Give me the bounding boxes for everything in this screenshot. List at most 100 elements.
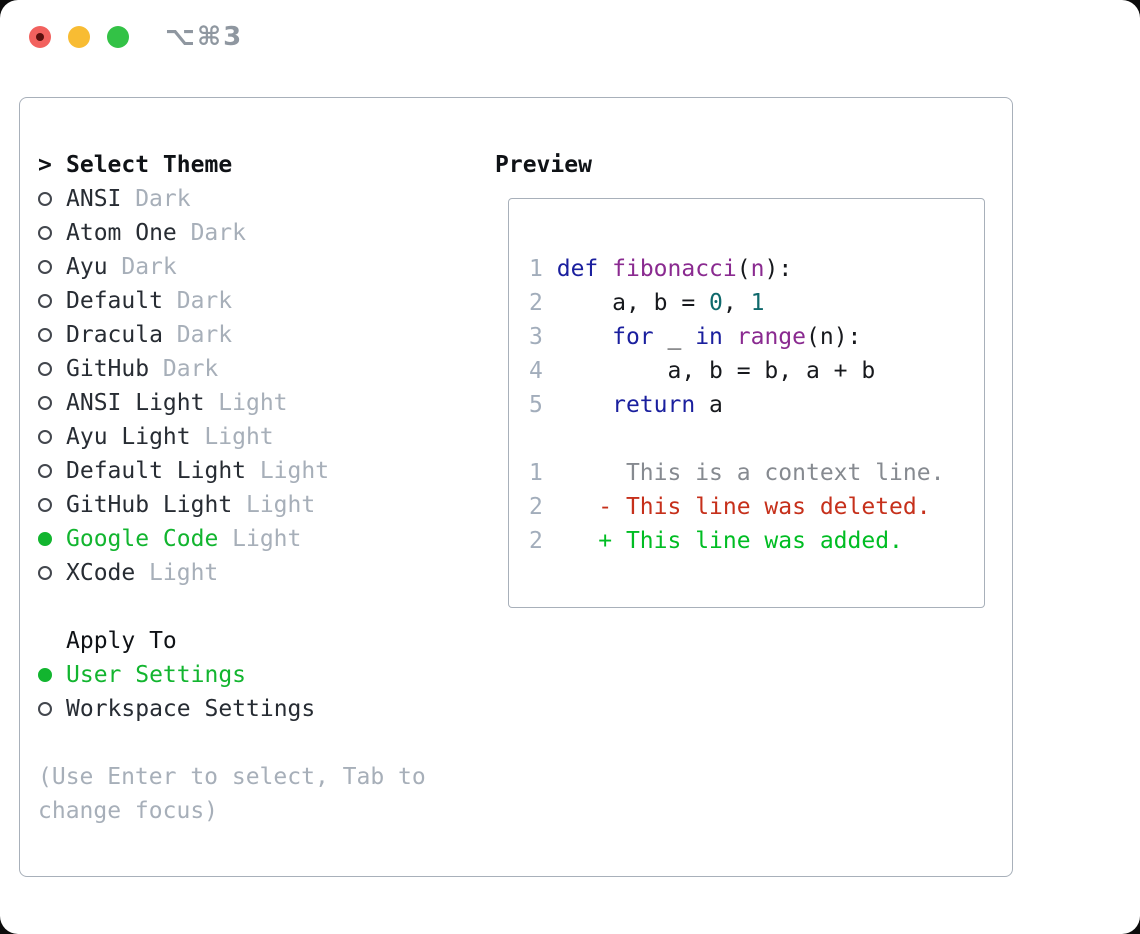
token-kw: return — [612, 392, 696, 418]
token-pl: ): — [764, 256, 793, 282]
close-button[interactable] — [29, 26, 51, 48]
variant-label: Light — [218, 390, 288, 416]
token-fn: fibonacci — [612, 256, 737, 282]
titlebar-traffic-lights — [29, 26, 129, 48]
spacer — [38, 726, 468, 760]
zoom-button[interactable] — [107, 26, 129, 48]
token-fn: range — [736, 324, 807, 350]
radio-slot — [38, 328, 66, 342]
code-line: 2 a, b = 0, 1 — [529, 286, 944, 320]
variant-label: Dark — [190, 220, 246, 246]
radio-selected-icon — [38, 668, 52, 682]
apply-option-user-settings[interactable]: User Settings — [38, 658, 468, 692]
radio-icon — [38, 702, 52, 716]
option-label: ANSI Light — [66, 390, 205, 416]
variant-label: Dark — [162, 356, 219, 382]
token-pl: , — [722, 290, 751, 316]
line-number: 2 — [529, 528, 543, 554]
radio-slot — [38, 396, 66, 410]
token-pl: (n): — [806, 324, 862, 350]
code-line: 1 def fibonacci(n): — [529, 252, 944, 286]
option-label: Dracula — [66, 322, 163, 348]
option-label: Default Light — [66, 458, 247, 484]
window-title: ⌥⌘3 — [165, 22, 244, 52]
token-pl — [598, 256, 612, 282]
radio-icon — [38, 226, 52, 240]
radio-icon — [38, 362, 52, 376]
apply-to-header: Apply To — [38, 624, 468, 658]
code-line: 3 for _ in range(n): — [529, 320, 944, 354]
radio-icon — [38, 396, 52, 410]
theme-option-atom-one[interactable]: Atom One Dark — [38, 216, 468, 250]
radio-slot — [38, 430, 66, 444]
variant-label: Light — [232, 526, 302, 552]
option-label: User Settings — [66, 662, 247, 688]
option-label: Atom One — [66, 220, 177, 246]
token-pl: a, b = b, a + b — [556, 358, 876, 384]
radio-selected-icon — [38, 532, 52, 546]
line-number: 1 — [529, 460, 543, 486]
variant-label: Light — [259, 458, 330, 484]
radio-icon — [38, 294, 52, 308]
option-label: XCode — [66, 560, 136, 586]
code-line: 4 a, b = b, a + b — [529, 354, 944, 388]
variant-label: Light — [149, 560, 219, 586]
diff-block: 1 This is a context line.2 - This line w… — [529, 456, 944, 558]
radio-slot — [38, 294, 66, 308]
radio-icon — [38, 498, 52, 512]
line-number: 2 — [529, 494, 543, 520]
prompt-marker: > — [38, 152, 52, 178]
radio-slot — [38, 260, 66, 274]
apply-to-title: Apply To — [66, 628, 177, 654]
token-num: 1 — [750, 290, 765, 316]
diff-line: 1 This is a context line. — [529, 456, 944, 490]
variant-label: Light — [245, 492, 316, 518]
diff-line: 2 - This line was deleted. — [529, 490, 944, 524]
radio-slot — [38, 362, 66, 376]
line-number: 2 — [529, 290, 543, 316]
option-label: GitHub — [66, 356, 150, 382]
token-pl: ( — [736, 256, 751, 282]
token-kw: for — [612, 324, 654, 350]
token-kw: in — [695, 324, 723, 350]
radio-slot — [38, 192, 66, 206]
radio-slot — [38, 464, 66, 478]
radio-slot — [38, 702, 66, 716]
variant-label: Dark — [176, 288, 233, 314]
radio-icon — [38, 328, 52, 342]
apply-option-workspace-settings[interactable]: Workspace Settings — [38, 692, 468, 726]
diff-line: 2 + This line was added. — [529, 524, 944, 558]
theme-option-xcode[interactable]: XCode Light — [38, 556, 468, 590]
token-pl: _ — [653, 324, 696, 350]
preview-title: Preview — [495, 152, 592, 178]
theme-option-default-light[interactable]: Default Light Light — [38, 454, 468, 488]
option-label: Default — [66, 288, 163, 314]
radio-icon — [38, 464, 52, 478]
token-del: - This line was deleted. — [556, 494, 931, 520]
radio-slot — [38, 226, 66, 240]
radio-icon — [38, 260, 52, 274]
theme-option-default[interactable]: Default Dark — [38, 284, 468, 318]
line-number: 4 — [529, 358, 543, 384]
radio-slot — [38, 668, 66, 682]
minimize-button[interactable] — [68, 26, 90, 48]
token-kw: def — [556, 256, 599, 282]
token-pl — [557, 324, 612, 350]
theme-option-ansi-light[interactable]: ANSI Light Light — [38, 386, 468, 420]
theme-option-github[interactable]: GitHub Dark — [38, 352, 468, 386]
token-pl: a, b = — [556, 290, 710, 316]
token-pl: a — [695, 392, 723, 418]
option-label: Ayu Light — [66, 424, 191, 450]
